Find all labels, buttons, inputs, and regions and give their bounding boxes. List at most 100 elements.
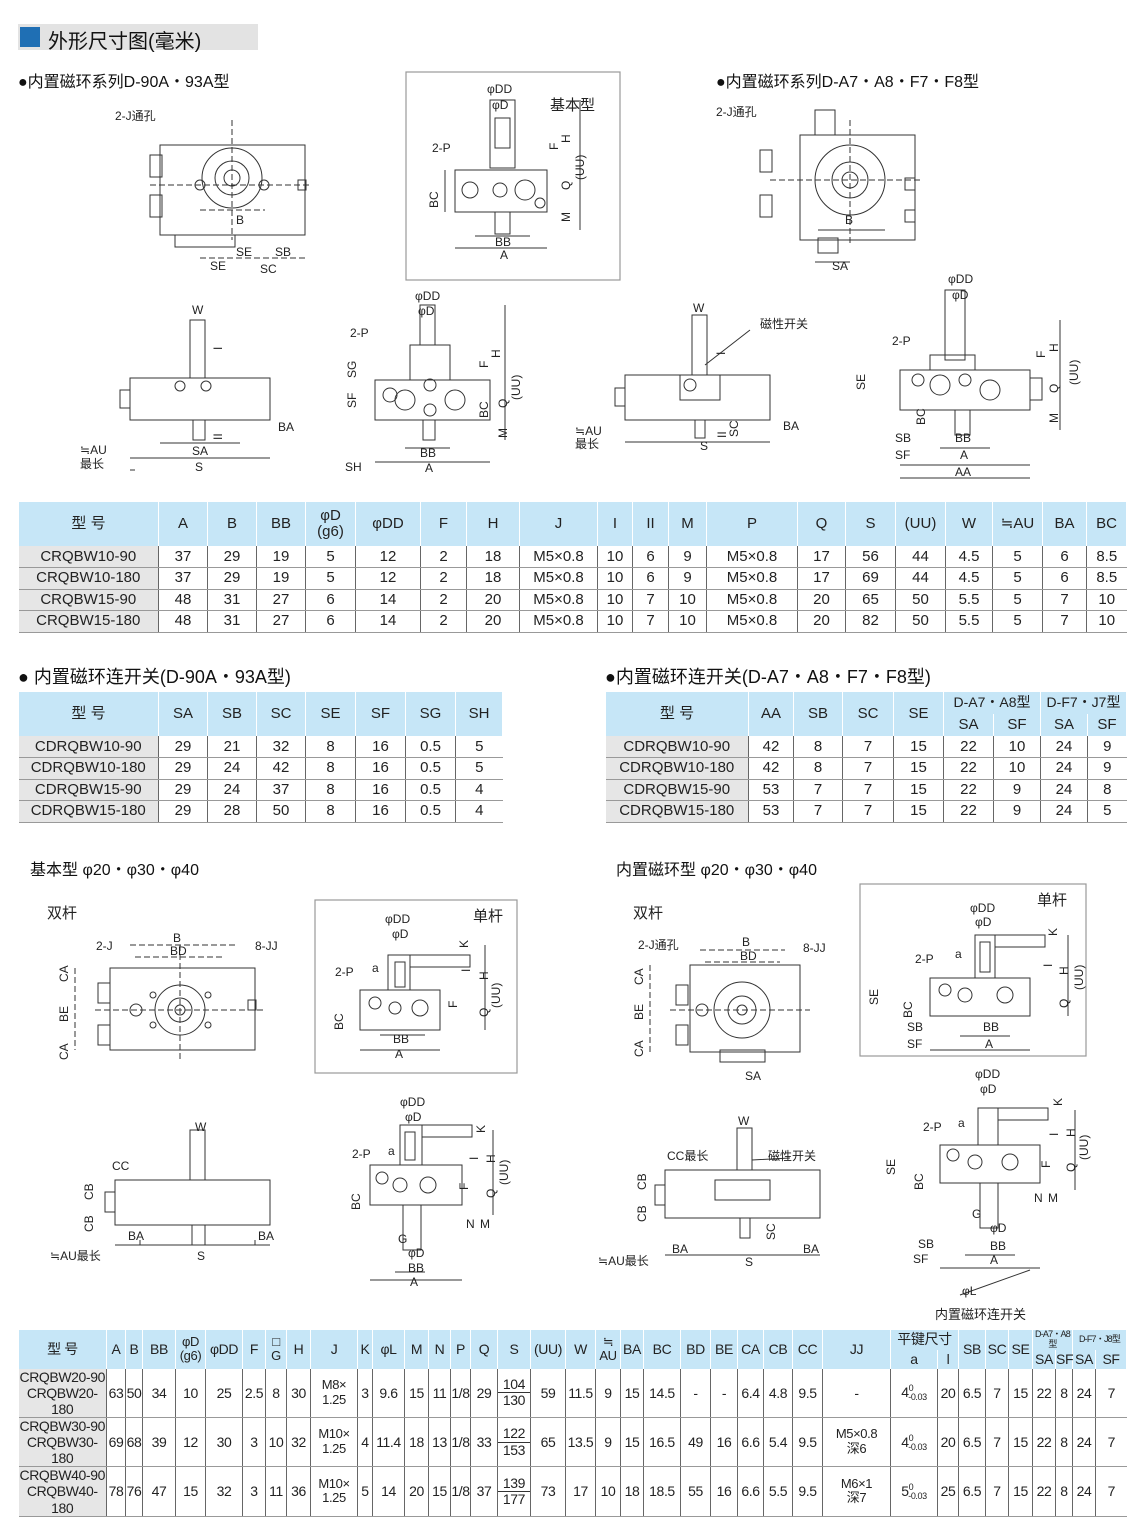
tolerance-sub: -0.03 [908, 1392, 927, 1403]
dimension-label: CC [112, 1159, 130, 1173]
value-cell: M5×0.8 [519, 610, 598, 633]
column-header: 型 号 [18, 692, 159, 736]
value-cell: 20 [937, 1368, 959, 1419]
column-header-model: 型 号 [18, 1330, 107, 1369]
dimension-label: H [484, 1154, 498, 1163]
value-cell: 16 [710, 1417, 738, 1468]
value-cell: M5×0.8 [519, 546, 598, 568]
value-cell: 7 [985, 1466, 1009, 1517]
value-cell: 8 [1055, 1466, 1073, 1517]
drawing-d5 [374, 304, 506, 463]
dimension-label: (UU) [497, 1159, 511, 1185]
fraction-bottom: 153 [502, 1441, 526, 1458]
value-cell: 6 [632, 546, 669, 568]
value-cell: 42 [748, 736, 794, 758]
value-cell: 8 [1087, 779, 1127, 801]
page-title: 外形尺寸图(毫米) [48, 31, 202, 53]
dimension-label: W [693, 301, 705, 315]
dimension-label: (UU) [1077, 1134, 1091, 1160]
drawing-d14 [654, 1127, 821, 1256]
value-cell: 6 [1042, 567, 1087, 590]
dimension-label: BB [393, 1032, 410, 1046]
dimension-label: Q [477, 1007, 491, 1017]
value-cell: 15 [620, 1368, 644, 1419]
column-header: W [945, 502, 993, 546]
dimension-label: ≒AU最长 [598, 1254, 649, 1268]
value-cell: 0.5 [405, 757, 456, 780]
tolerance-sub: -0.03 [908, 1441, 927, 1452]
column-header-w: W [565, 1330, 596, 1369]
value-cell: 20 [404, 1466, 429, 1517]
dimension-label: a [955, 947, 962, 961]
value-cell: 22 [943, 800, 994, 823]
value-cell: 78 [106, 1466, 126, 1517]
dimension-label: F [547, 142, 561, 150]
value-cell: 24 [207, 757, 257, 780]
value-cell: 53 [748, 800, 794, 823]
value-cell: 9 [595, 1417, 621, 1468]
caption-double-rod-right: 双杆 [633, 905, 664, 922]
th-model: 型 号 [605, 692, 749, 736]
drawing-d10 [104, 1129, 271, 1246]
value-cell: 29 [158, 800, 208, 823]
value-cell: 18 [466, 546, 520, 568]
dimension-label: BA [278, 420, 295, 434]
value-cell: 40-0.03 [890, 1417, 938, 1468]
dimension-label: SE [867, 988, 881, 1005]
dimension-label: F [446, 1000, 460, 1008]
value-cell: 9 [993, 800, 1041, 823]
drawing-d7 [899, 289, 1061, 479]
value-cell: 17 [797, 567, 846, 590]
dimension-label: CA [57, 1043, 71, 1060]
value-cell: 18 [466, 567, 520, 590]
th-key-a: a [890, 1349, 938, 1369]
th-sf: SF [1055, 1349, 1073, 1369]
value-cell: 6.6 [737, 1466, 764, 1517]
value-cell: 69 [845, 567, 896, 590]
value-cell: 2 [420, 589, 467, 611]
dimension-label: (UU) [1067, 359, 1081, 385]
value-cell: 22 [1032, 1466, 1056, 1517]
column-header: φD (g6) [305, 502, 356, 546]
value-cell: 6 [1042, 546, 1087, 568]
dimension-label: BC [477, 401, 491, 418]
dimension-label: φL [962, 1284, 977, 1298]
value-cell: 18 [620, 1466, 644, 1517]
dimension-label: BA [783, 419, 800, 433]
dimension-label: SB [275, 245, 292, 259]
value-cell: 6 [632, 567, 669, 590]
column-header: S [845, 502, 896, 546]
dimension-label: ≒AU [575, 424, 602, 438]
value-cell: 2 [420, 567, 467, 590]
column-header-k: K [357, 1330, 373, 1369]
value-cell: 3 [357, 1368, 373, 1419]
value-cell: 50 [256, 800, 306, 823]
value-cell: 8.5 [1086, 567, 1127, 590]
value-cell: 31 [207, 610, 257, 633]
dimension-label: I [714, 351, 728, 355]
value-cell: 29 [158, 757, 208, 780]
value-cell: 11 [265, 1466, 287, 1517]
column-header-dd: φDD [205, 1330, 243, 1369]
model-cell: CDRQBW10-90 [18, 736, 159, 758]
value-cell: 9 [668, 567, 707, 590]
dimension-label: W [192, 303, 204, 317]
value-cell: 10 [1086, 610, 1127, 633]
dimension-label: CA [632, 1040, 646, 1057]
value-cell: 7 [632, 589, 669, 611]
model-cell: CDRQBW15-180 [605, 800, 749, 823]
tolerance-sup: 0 [908, 1481, 914, 1492]
value-cell: 7 [985, 1417, 1009, 1468]
dimension-label: SC [727, 420, 741, 437]
value-cell: 5 [992, 589, 1043, 611]
dimension-label: φD [418, 304, 435, 318]
value-cell: 10 [595, 1466, 621, 1517]
dimension-label: 8-JJ [803, 941, 826, 955]
column-header: SF [355, 692, 406, 736]
dimension-label: I [1041, 963, 1055, 967]
dimension-label: SB [918, 1237, 935, 1251]
value-cell: 13 [428, 1417, 451, 1468]
value-cell: 5 [357, 1466, 373, 1517]
dimension-label: φDD [415, 289, 441, 303]
